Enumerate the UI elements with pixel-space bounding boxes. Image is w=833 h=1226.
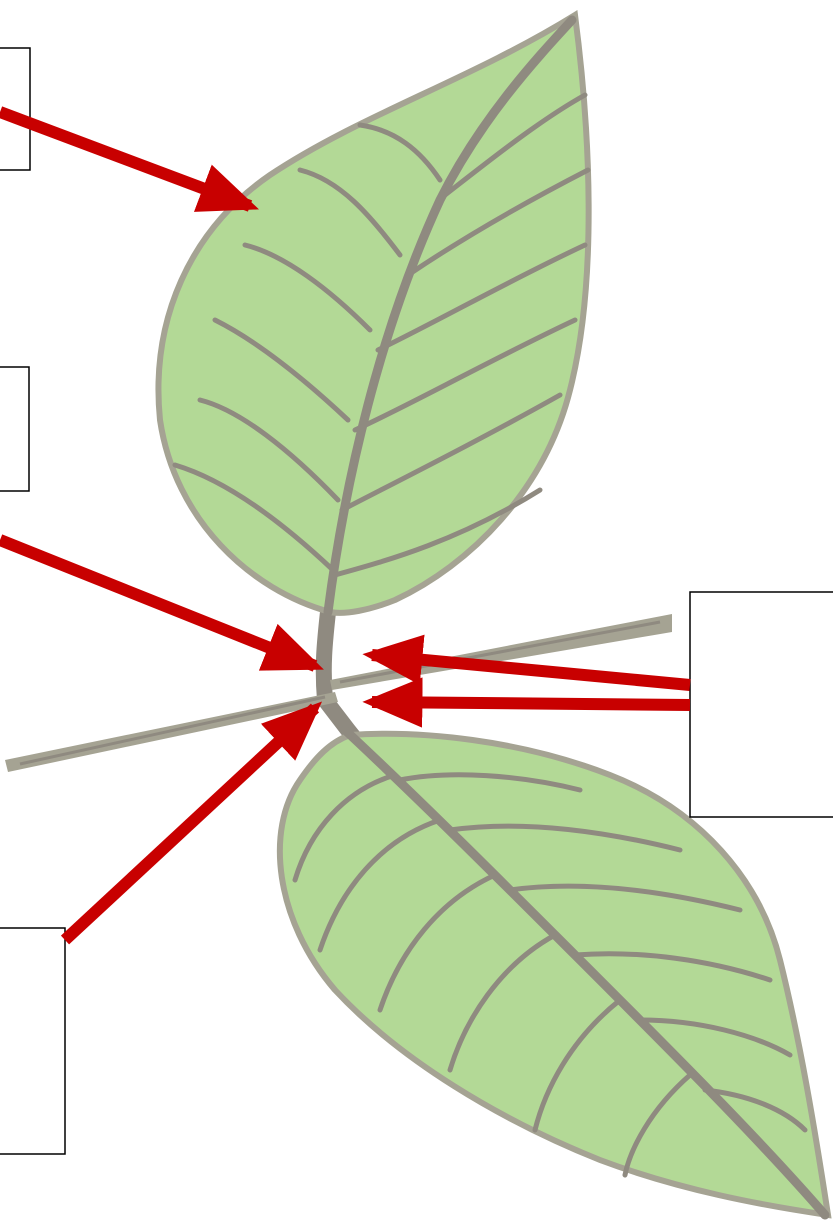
label-box-middle-left — [0, 367, 29, 491]
label-box-bottom-left — [0, 928, 65, 1154]
upper-leaf — [158, 15, 588, 613]
arrow-to-leaf-blade — [0, 112, 250, 206]
label-box-right — [690, 592, 833, 817]
arrow-to-stipule-lower — [372, 702, 690, 705]
